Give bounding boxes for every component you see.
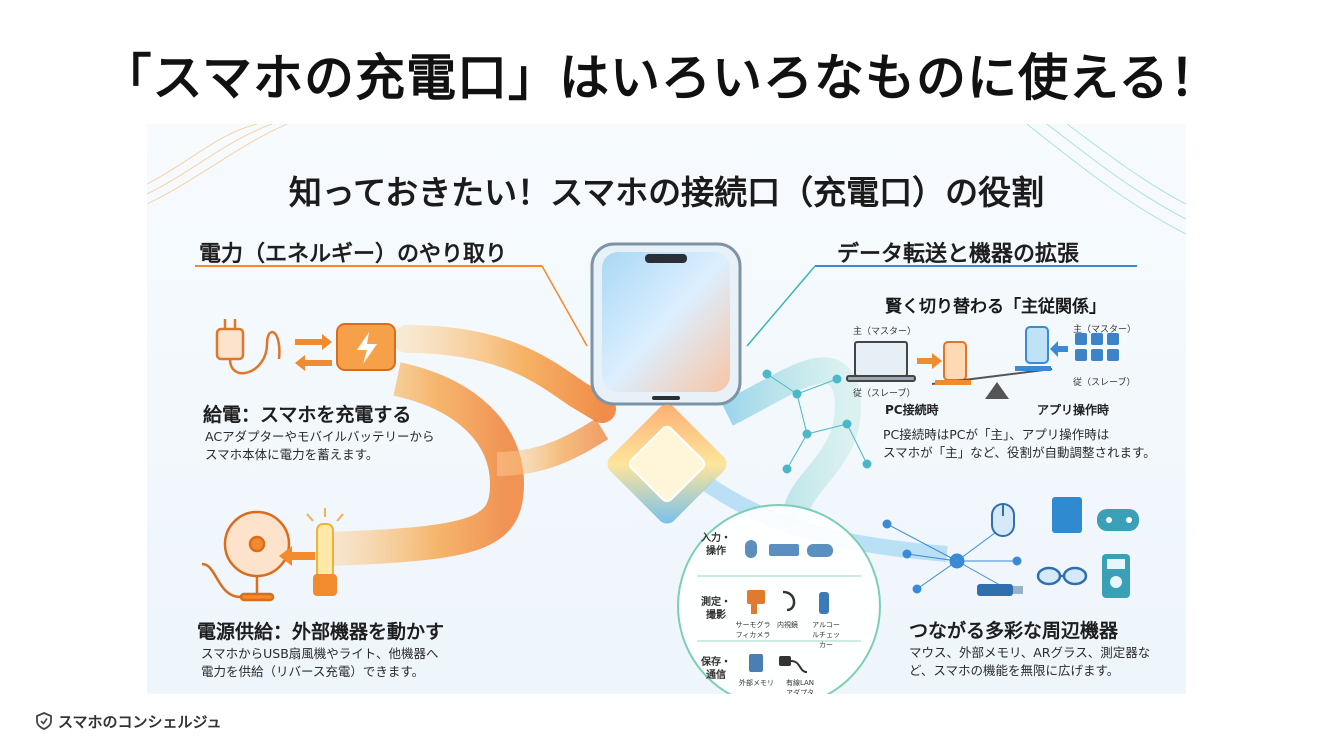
- pc-mode-label: PC接続時: [885, 403, 939, 417]
- ar-glasses-icon: [1036, 566, 1088, 586]
- inset-keyboard-icon: [769, 544, 799, 556]
- smartphone-illustration: [590, 242, 742, 406]
- supply-desc-line-2: 電力を供給（リバース充電）できます。: [201, 664, 425, 679]
- multimeter-icon: [1102, 554, 1130, 598]
- inset-row-measure-label: 測定・撮影: [701, 597, 731, 621]
- charge-title: 給電：スマホを充電する: [203, 404, 412, 426]
- tablet-icon: [1052, 497, 1082, 533]
- inset-endoscope-icon: [782, 590, 796, 612]
- pc-master-label: 主（マスター）: [853, 327, 917, 337]
- usb-light-icon: [306, 508, 344, 596]
- inset-lan-adapter-label: 有線LANアダプタ: [785, 679, 815, 694]
- infographic-subtitle: 知っておきたい！スマホの接続口（充電口）の役割: [288, 173, 1045, 212]
- peripherals-title: つながる多彩な周辺機器: [909, 620, 1119, 642]
- flow-graphics: [147, 124, 1186, 602]
- peripherals-desc-line-1: マウス、外部メモリ、ARグラス、測定器な: [909, 645, 1151, 660]
- pc-slave-label: 従（スレーブ）: [853, 389, 916, 399]
- arrow-phone-to-apps-icon: [1050, 341, 1068, 357]
- inset-thermal-camera-label: サーモグラフィカメラ: [735, 621, 771, 639]
- inset-row-input-label: 入力・操作: [701, 533, 731, 557]
- inset-endoscope-label: 内視鏡: [777, 621, 798, 629]
- master-slave-desc-line-1: PC接続時はPCが「主」、アプリ操作時は: [883, 427, 1110, 442]
- mouse-icon: [991, 503, 1015, 537]
- ac-adapter-icon: [215, 319, 281, 375]
- phone-slave-icon: [943, 341, 967, 381]
- seesaw-icon: [931, 366, 1053, 399]
- data-flow: [721, 357, 861, 528]
- master-slave-title: 賢く切り替わる「主従関係」: [885, 297, 1106, 317]
- energy-flow-bottom: [326, 362, 525, 566]
- arrow-supply-icon: [279, 546, 315, 566]
- device-inset-circle: 入力・操作 測定・撮影 保存・通信 サーモグラフィカメラ 内視鏡 アルコールチェ…: [677, 504, 881, 694]
- decorative-lines-left: [147, 124, 288, 205]
- decorative-lines-right: [1026, 124, 1186, 235]
- usb-stick-icon: [977, 584, 1023, 596]
- inset-alcohol-checker-label: アルコールチェッカー: [812, 621, 840, 649]
- connector-chip: [607, 404, 727, 524]
- app-master-label: 主（マスター）: [1073, 325, 1137, 335]
- inset-lan-adapter-icon: [779, 656, 808, 673]
- inset-thermal-camera-icon: [747, 590, 765, 614]
- gamepad-icon: [1097, 509, 1139, 531]
- mobile-battery-icon: [336, 323, 396, 371]
- inset-memory-label: 外部メモリ: [739, 679, 774, 687]
- inset-mouse-icon: [745, 540, 757, 558]
- peripherals-description: マウス、外部メモリ、ARグラス、測定器な ど、スマホの機能を無限に広げます。: [909, 644, 1150, 680]
- energy-section-heading: 電力（エネルギー）のやり取り: [199, 242, 508, 267]
- inset-memory-card-icon: [749, 654, 763, 672]
- page-title: 「スマホの充電口」はいろいろなものに使える！: [101, 49, 1221, 107]
- footer-brand: スマホのコンシェルジュ: [58, 713, 222, 731]
- infographic-panel: 知っておきたい！スマホの接続口（充電口）の役割 電力（エネルギー）のやり取り デ…: [147, 124, 1186, 694]
- supply-title: 電源供給：外部機器を動かす: [197, 621, 445, 643]
- arrow-pc-to-phone-icon: [917, 353, 942, 369]
- network-nodes: [762, 369, 872, 474]
- inset-alcohol-checker-icon: [819, 592, 829, 614]
- supply-desc-line-1: スマホからUSB扇風機やライト、他機器へ: [201, 646, 439, 661]
- usb-fan-icon: [201, 510, 291, 602]
- inset-icons: [697, 540, 861, 673]
- app-mode-label: アプリ操作時: [1037, 403, 1110, 417]
- master-slave-desc-line-2: スマホが「主」など、役割が自動調整されます。: [883, 445, 1156, 460]
- charge-desc-line-2: スマホ本体に電力を蓄えます。: [205, 447, 379, 462]
- inset-row-storage-label: 保存・通信: [701, 657, 731, 681]
- shield-logo-icon: [36, 712, 52, 730]
- arrows-charge-icon: [295, 334, 332, 371]
- data-section-heading: データ転送と機器の拡張: [837, 242, 1080, 267]
- app-grid-icon: [1075, 333, 1119, 361]
- app-slave-label: 従（スレーブ）: [1073, 378, 1136, 388]
- phone-master-icon: [1025, 326, 1049, 364]
- peripherals-desc-line-2: ど、スマホの機能を無限に広げます。: [909, 663, 1120, 678]
- charge-desc-line-1: ACアダプターやモバイルバッテリーから: [205, 429, 435, 444]
- inset-gamepad-icon: [807, 544, 833, 557]
- master-slave-description: PC接続時はPCが「主」、アプリ操作時は スマホが「主」など、役割が自動調整され…: [883, 426, 1156, 462]
- charge-description: ACアダプターやモバイルバッテリーから スマホ本体に電力を蓄えます。: [205, 428, 435, 464]
- energy-flow-top: [393, 325, 616, 423]
- supply-description: スマホからUSB扇風機やライト、他機器へ 電力を供給（リバース充電）できます。: [201, 645, 439, 681]
- laptop-icon: [846, 341, 916, 382]
